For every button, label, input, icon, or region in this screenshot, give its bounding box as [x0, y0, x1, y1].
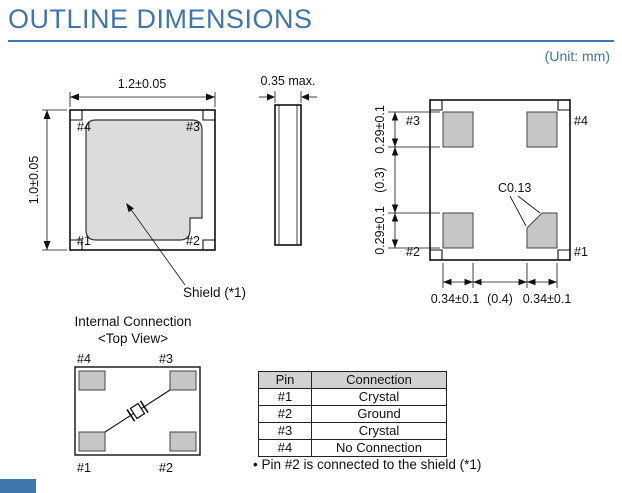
side-view-thickness-dimension: [259, 91, 317, 103]
internal-connection-subtitle: <Top View>: [98, 331, 168, 346]
footer-decoration: [0, 479, 36, 493]
pin-connection-table: Pin Connection #1 Crystal #2 Ground #3 C…: [258, 371, 447, 457]
unit-label: (Unit: mm): [544, 48, 610, 64]
ic-pad1-label: #1: [77, 461, 91, 475]
v-dim-top-label: 0.29±0.1: [373, 105, 387, 154]
bottom-view-horizontal-dimensions: 0.34±0.1 (0.4) 0.34±0.1: [431, 263, 572, 306]
pin-cell: #4: [258, 439, 312, 457]
corner-pad-marks: [430, 100, 570, 260]
table-row: #4 No Connection: [258, 439, 447, 457]
bottom-view-vertical-dimensions: 0.29±0.1 (0.3) 0.29±0.1: [373, 105, 440, 255]
connection-cell: Crystal: [311, 422, 447, 440]
shield-leader-line: [126, 203, 186, 286]
side-view-seam-lines: [278, 105, 298, 245]
connection-cell: Crystal: [311, 388, 447, 406]
pin-column-header: Pin: [258, 371, 312, 389]
pad-3: [442, 111, 474, 148]
top-view-height-dim-label: 1.0±0.05: [27, 156, 41, 205]
internal-connection-outline: [74, 366, 201, 456]
top-view-width-dim-label: 1.2±0.05: [118, 77, 167, 91]
chamfer-dim-label: C0.13: [498, 181, 531, 195]
pad-2: [442, 212, 474, 249]
pad-1-chamfered: [526, 212, 558, 249]
v-dim-bottom-label: 0.29±0.1: [373, 206, 387, 255]
crystal-symbol: [126, 400, 149, 422]
v-dim-mid-label: (0.3): [373, 167, 387, 193]
internal-connection-drawing: Internal Connection <Top View> #4 #3 #1 …: [74, 314, 201, 475]
shield-label: Shield (*1): [183, 285, 246, 300]
ic-pad2-label: #2: [159, 461, 173, 475]
bottom-view-pad4-label: #4: [574, 114, 588, 128]
page-title: OUTLINE DIMENSIONS: [8, 4, 313, 34]
table-row: #3 Crystal: [258, 422, 447, 440]
pad-4: [526, 111, 558, 148]
ic-pad-top-right: [169, 370, 197, 391]
corner-pad-marks: [70, 110, 215, 250]
connection-column-header: Connection: [311, 371, 447, 389]
top-view-pad4-label: #4: [77, 120, 91, 134]
shield-note: • Pin #2 is connected to the shield (*1): [253, 457, 482, 472]
chamfer-leader-lines: [509, 195, 541, 227]
h-dim-left-label: 0.34±0.1: [431, 292, 480, 306]
connection-cell: No Connection: [311, 439, 447, 457]
table-row: #1 Crystal: [258, 388, 447, 406]
h-dim-mid-label: (0.4): [487, 292, 513, 306]
bottom-view-pad3-label: #3: [406, 114, 420, 128]
side-view-drawing: 0.35 max.: [259, 74, 317, 246]
package-outline-side: [274, 104, 302, 246]
title-underline: [8, 40, 614, 42]
shield-area: [85, 119, 203, 241]
top-view-pad1-label: #1: [77, 234, 91, 248]
connection-cell: Ground: [311, 405, 447, 423]
bottom-view-drawing: #3 #4 #2 #1 C0.13 0.29±0.1 (0.3) 0.29±0.…: [373, 99, 588, 306]
top-view-pad3-label: #3: [186, 120, 200, 134]
side-view-thickness-dim-label: 0.35 max.: [261, 74, 316, 88]
top-view-width-dimension: 1.2±0.05: [69, 77, 216, 107]
bottom-view-pad2-label: #2: [406, 245, 420, 259]
pin-cell: #2: [258, 405, 312, 423]
ic-pad4-label: #4: [77, 352, 91, 366]
table-header-row: Pin Connection: [258, 371, 447, 389]
top-view-height-dimension: 1.0±0.05: [27, 109, 67, 251]
ic-pad-bottom-right: [169, 431, 197, 452]
package-outline-bottom: [429, 99, 571, 261]
ic-pad-bottom-left: [78, 431, 106, 452]
package-outline-top: [69, 109, 216, 251]
h-dim-right-label: 0.34±0.1: [523, 292, 572, 306]
internal-connection-title: Internal Connection: [74, 314, 191, 329]
pin-cell: #1: [258, 388, 312, 406]
pin-cell: #3: [258, 422, 312, 440]
bottom-view-pad1-label: #1: [574, 245, 588, 259]
table-row: #2 Ground: [258, 405, 447, 423]
ic-pad-top-left: [78, 370, 106, 391]
top-view-drawing: 1.2±0.05 1.0±0.05 #4 #3 #1 #2 Shield (*1…: [27, 77, 246, 300]
ic-pad3-label: #3: [159, 352, 173, 366]
top-view-pad2-label: #2: [186, 234, 200, 248]
